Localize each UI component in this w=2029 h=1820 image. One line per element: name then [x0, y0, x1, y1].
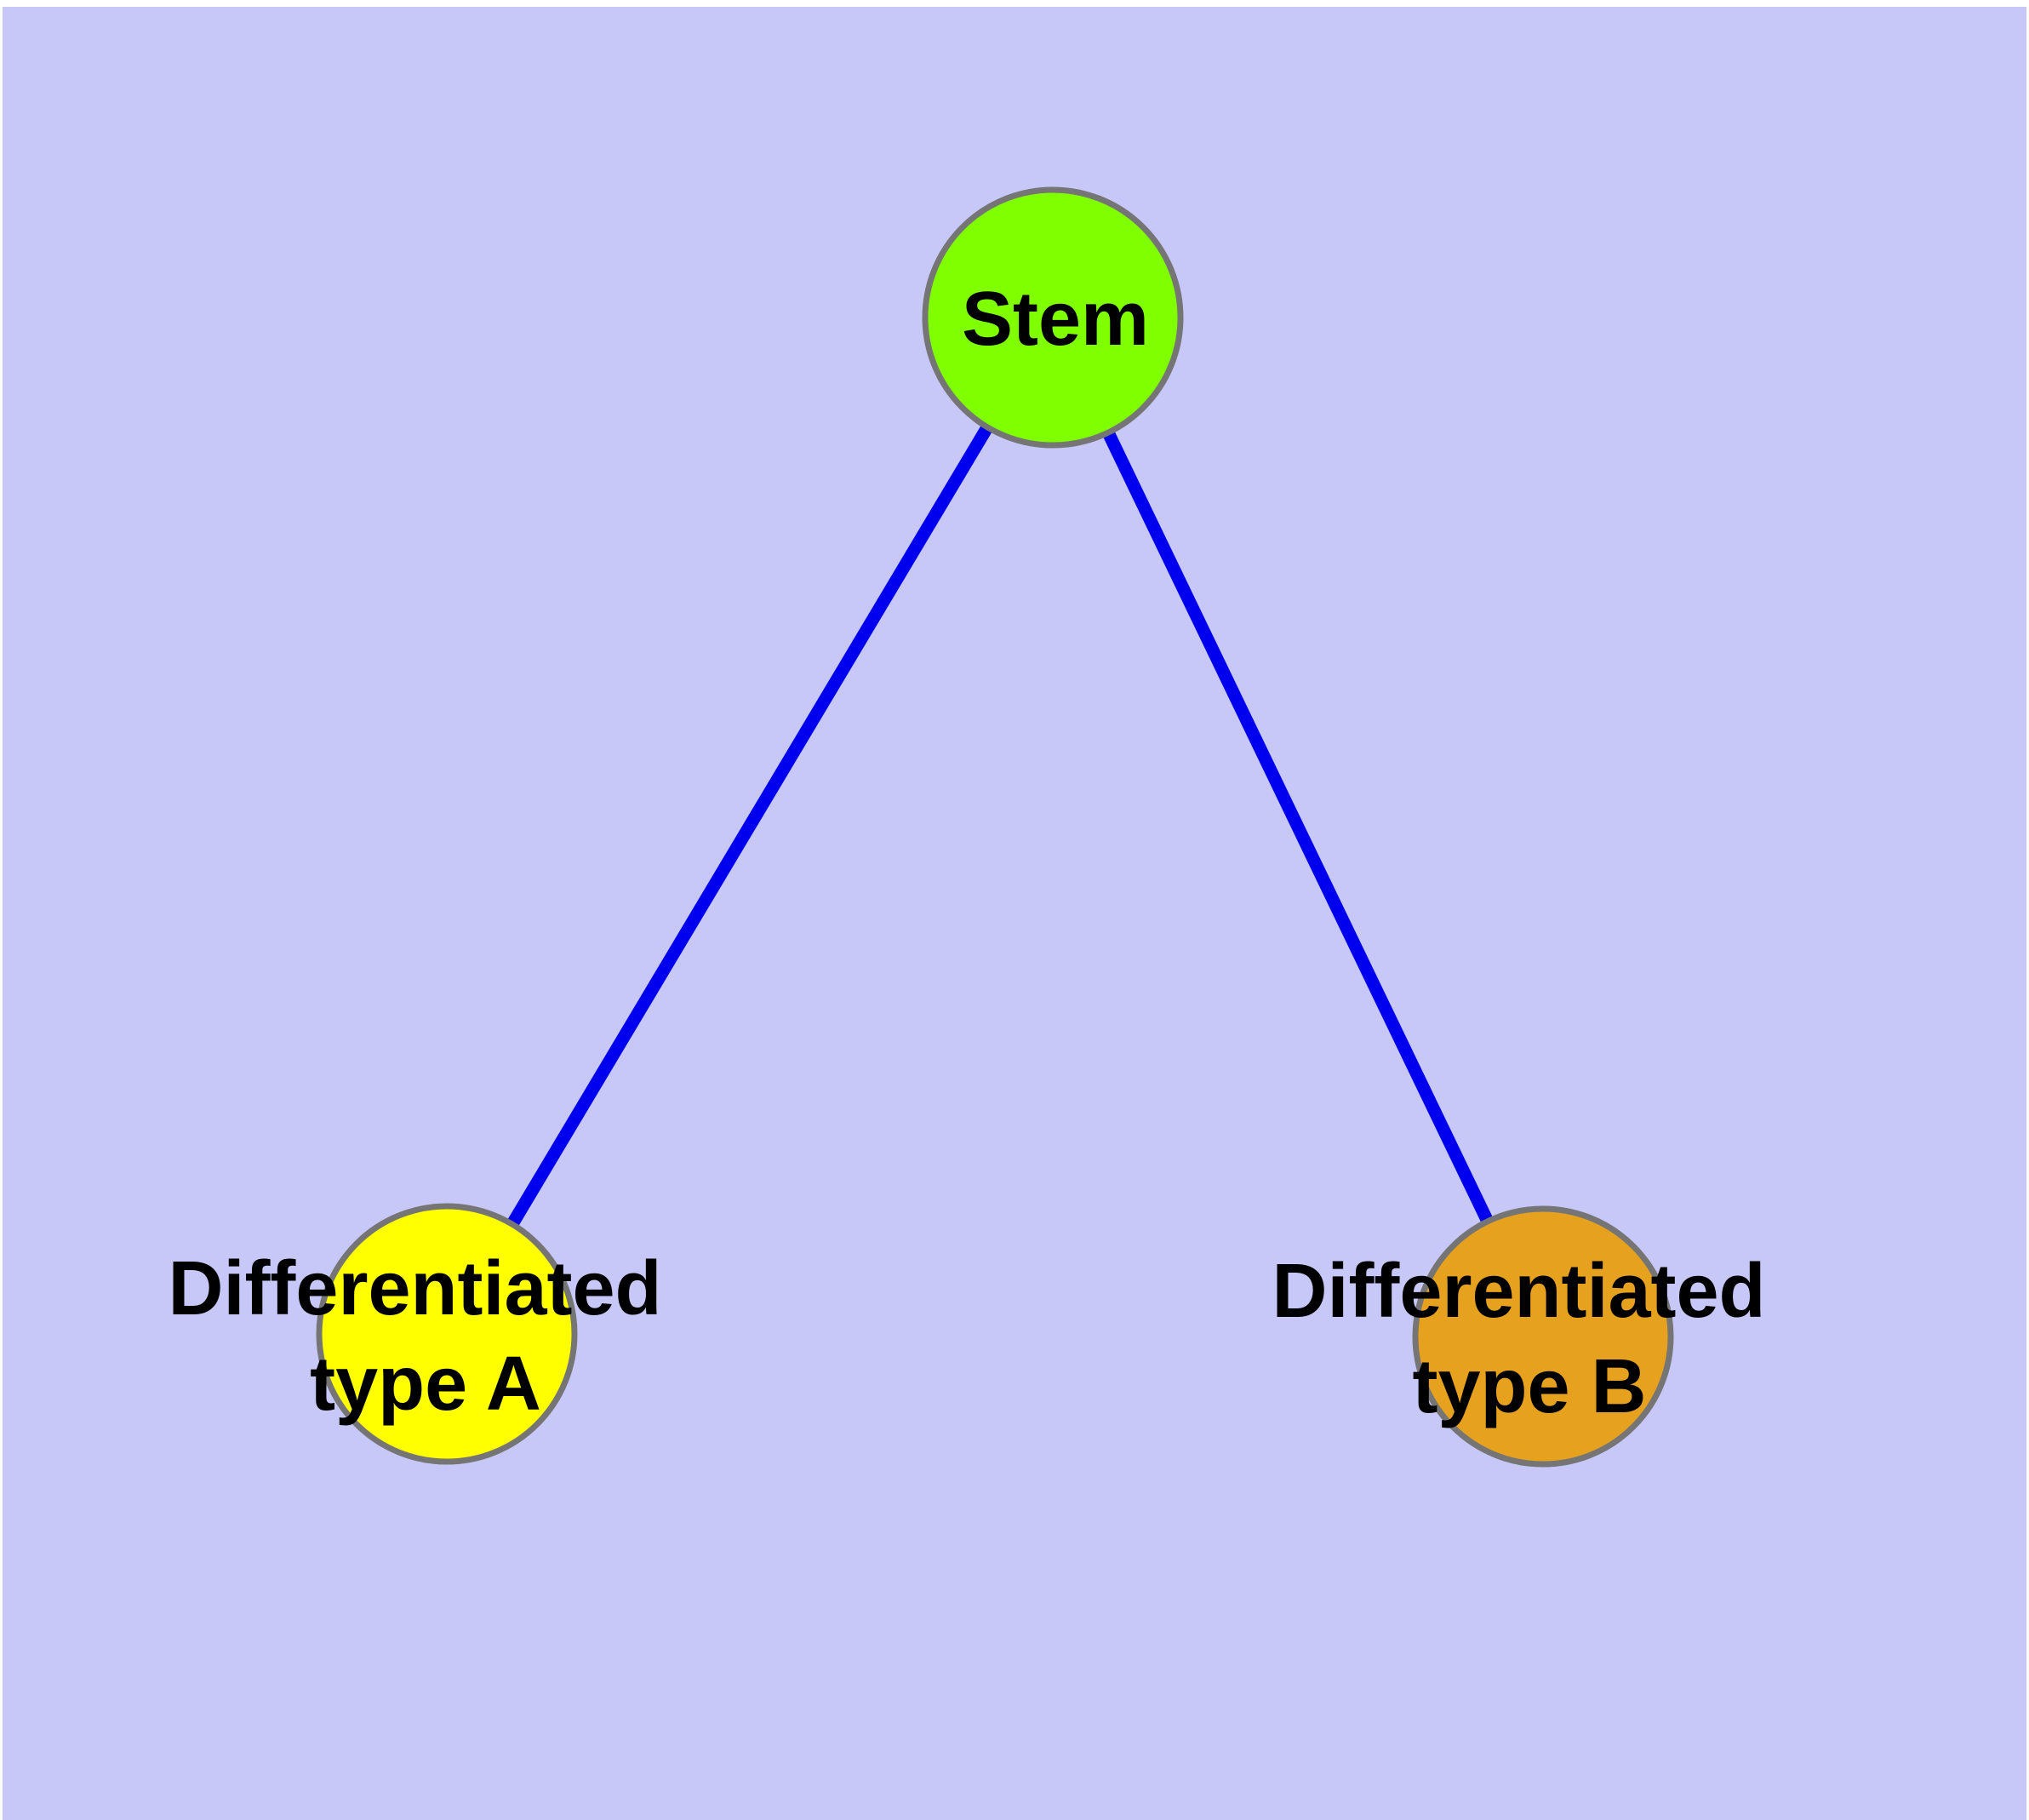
node-type-b-label-line1: Differentiated — [1272, 1249, 1765, 1334]
node-type-b-label: Differentiated type B — [1272, 1249, 1786, 1429]
node-type-b-label-line2: type B — [1412, 1344, 1646, 1429]
node-type-a-circle — [316, 1203, 578, 1465]
edge-stem-to-type-b — [1047, 314, 1549, 1340]
node-type-a-label-line1: Differentiated — [168, 1246, 661, 1331]
node-stem-label: Stem — [962, 277, 1149, 362]
node-stem-circle — [922, 186, 1184, 449]
edge-stem-to-type-a — [441, 314, 1059, 1337]
node-type-a-label: Differentiated type A — [168, 1246, 683, 1427]
node-type-b-circle — [1412, 1205, 1674, 1468]
node-type-a-label-line2: type A — [310, 1342, 541, 1427]
